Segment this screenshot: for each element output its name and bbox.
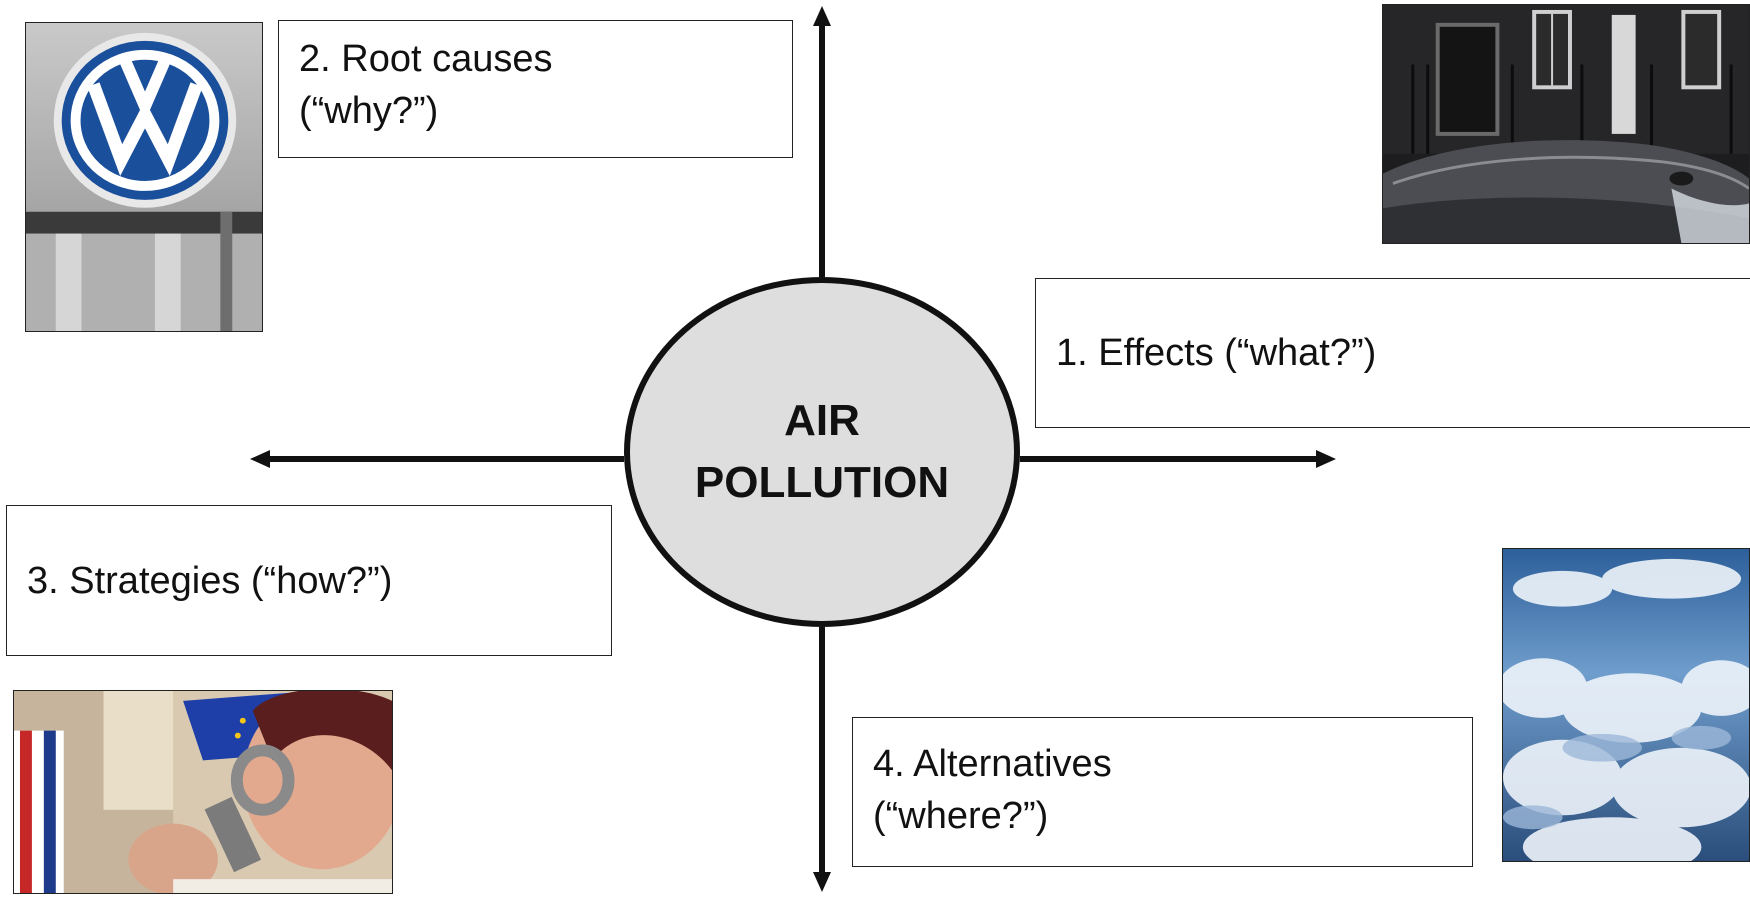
effects-label: 1. Effects (“what?”) xyxy=(1056,332,1377,374)
eu-flag-icon xyxy=(14,691,392,893)
cloud-icon xyxy=(1503,549,1749,861)
vw-logo-icon xyxy=(26,23,262,331)
alternatives-line2: (“where?”) xyxy=(873,795,1049,837)
arrowhead-down xyxy=(813,872,831,892)
car-icon xyxy=(1383,5,1749,243)
arrowhead-up xyxy=(813,6,831,26)
arrowhead-right xyxy=(1316,450,1336,468)
alternatives-box: 4. Alternatives (“where?”) xyxy=(852,717,1473,867)
strategies-box: 3. Strategies (“how?”) xyxy=(6,505,612,656)
alternatives-line1: 4. Alternatives xyxy=(873,743,1112,785)
clouds-photo xyxy=(1502,548,1750,862)
strategies-label: 3. Strategies (“how?”) xyxy=(27,559,393,602)
center-label-line2: POLLUTION xyxy=(694,458,950,507)
air-pollution-circle: AIR POLLUTION xyxy=(624,277,1020,627)
root-causes-box: 2. Root causes (“why?”) xyxy=(278,20,793,158)
protester-photo xyxy=(13,690,393,894)
root-causes-line1: 2. Root causes xyxy=(299,38,553,80)
effects-box: 1. Effects (“what?”) xyxy=(1035,278,1750,428)
arrowhead-left xyxy=(250,450,270,468)
root-causes-line2: (“why?”) xyxy=(299,90,439,132)
center-label-line1: AIR xyxy=(784,396,860,445)
car-roof-pollution-photo xyxy=(1382,4,1750,244)
vw-logo-photo xyxy=(25,22,263,332)
